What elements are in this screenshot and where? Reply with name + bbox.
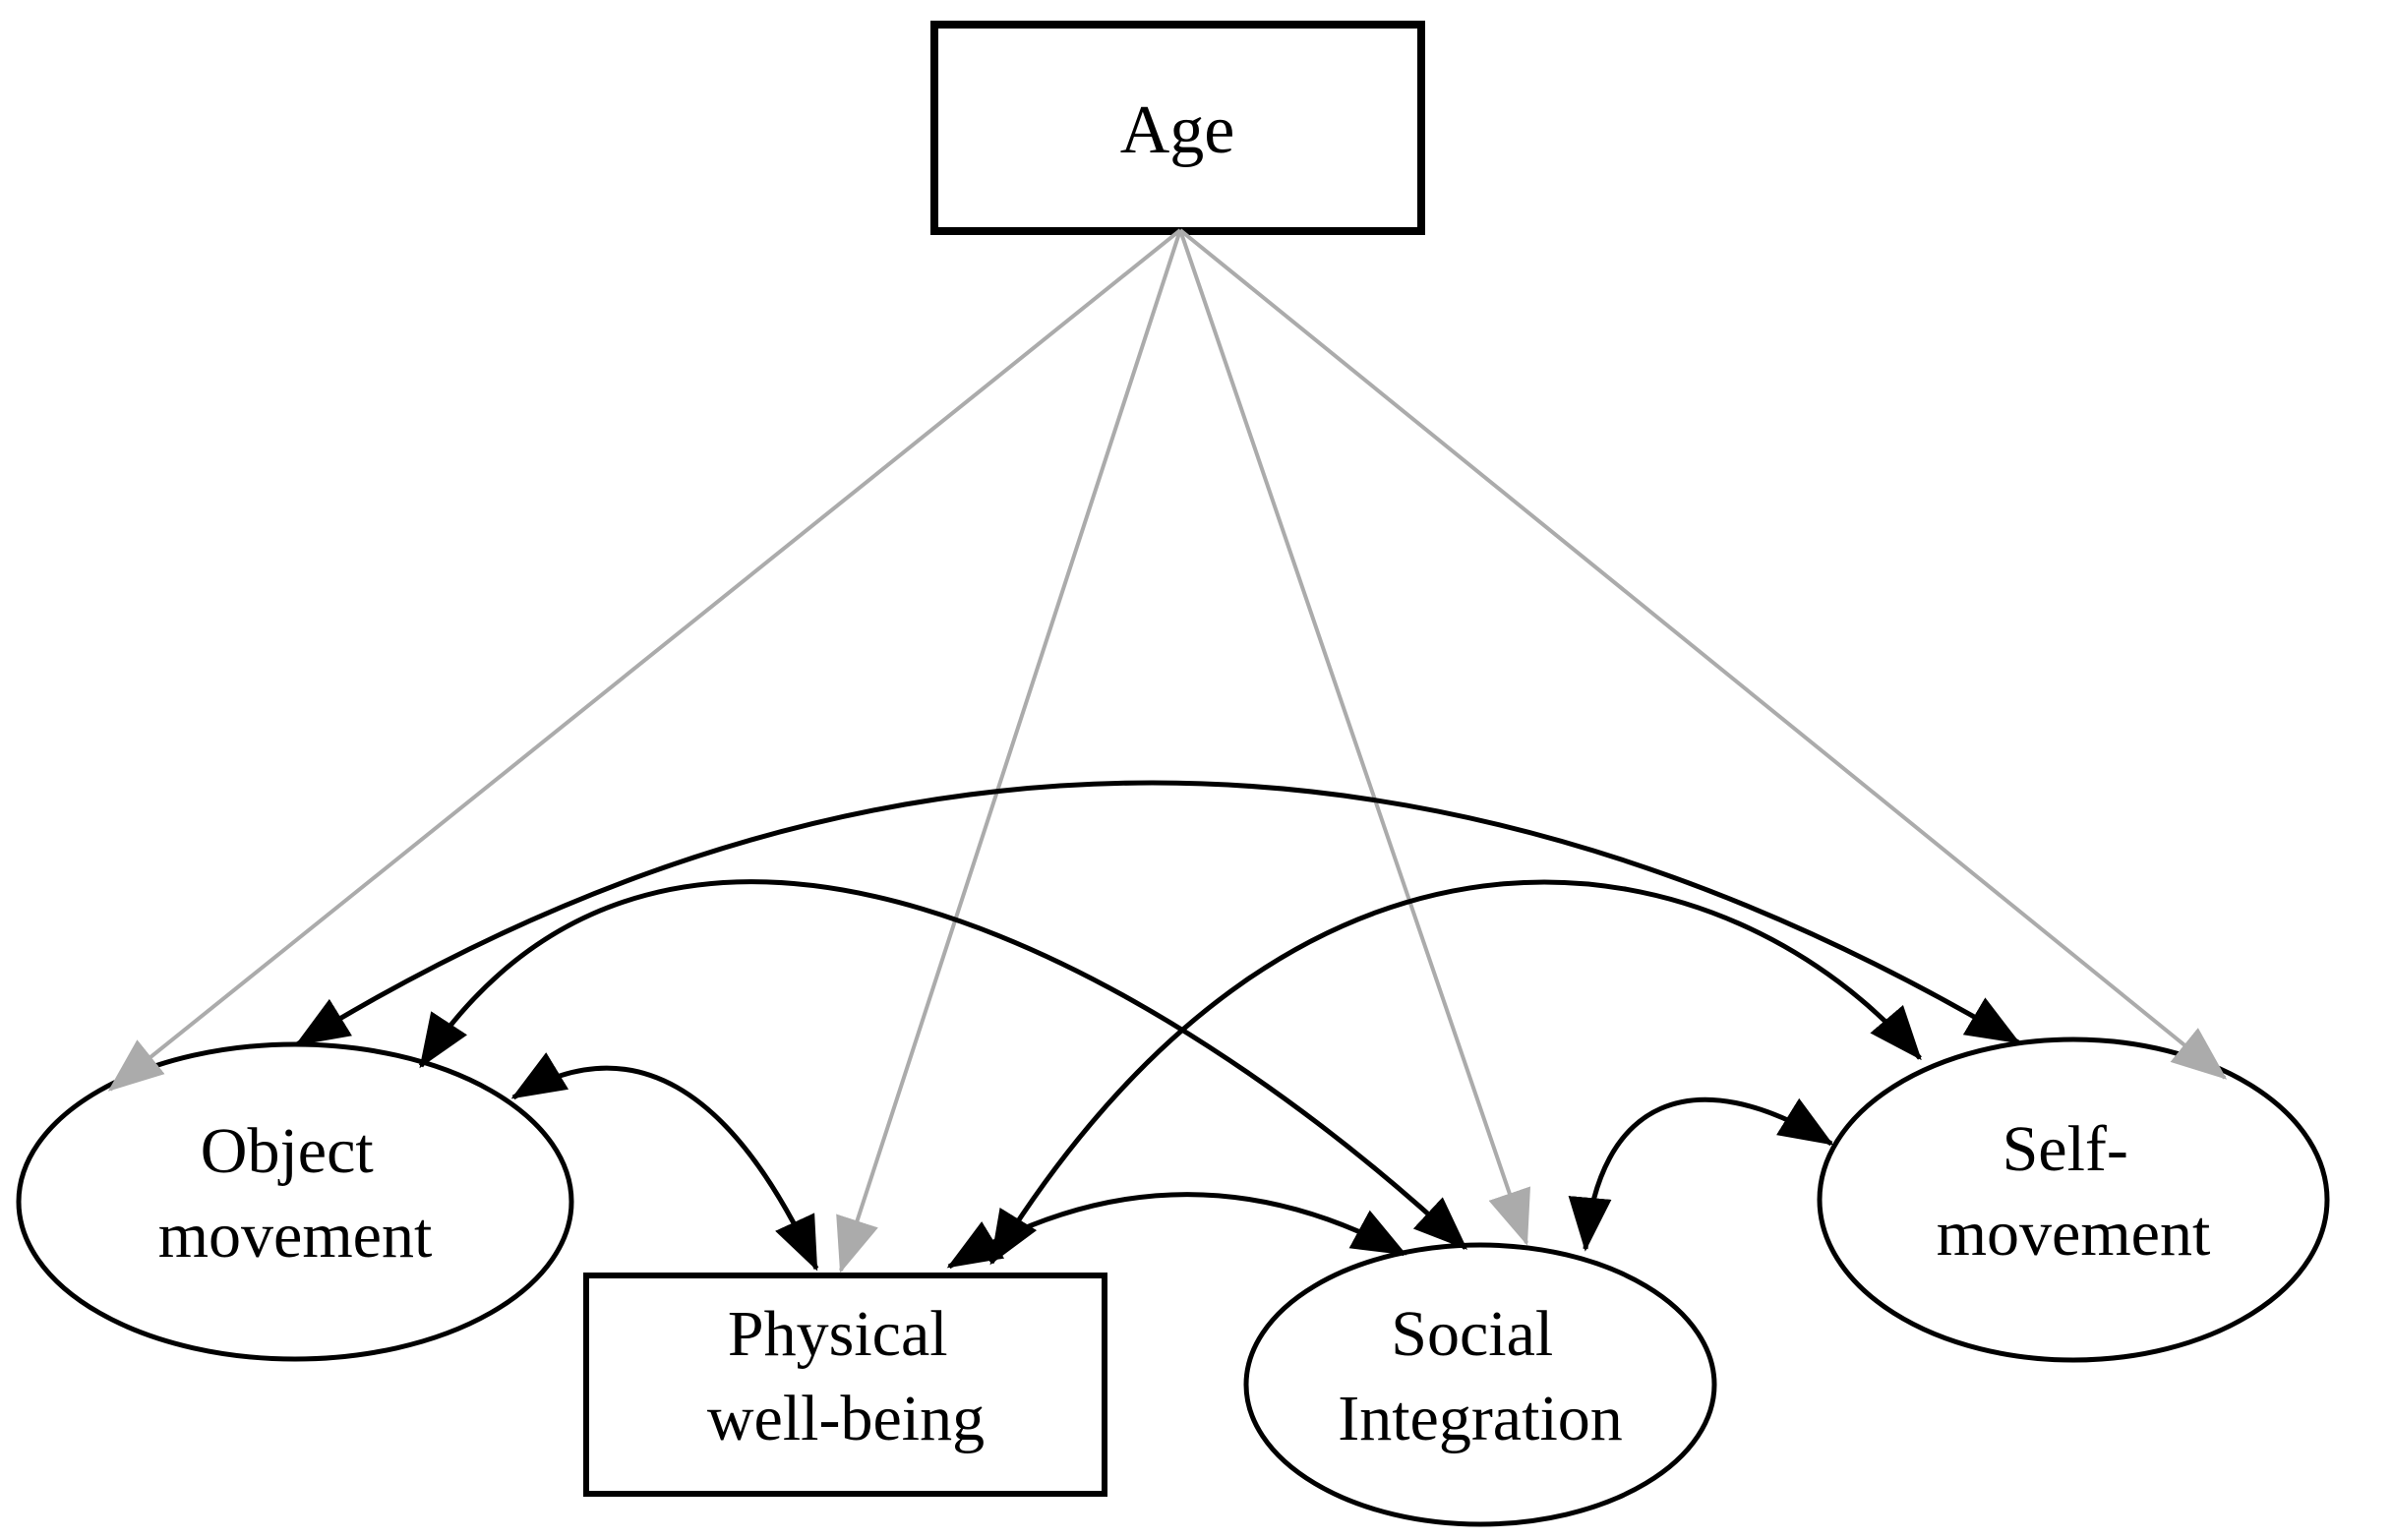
path-age-to-social-integration — [1178, 229, 1530, 1246]
self-movement-label: Self- movement — [1937, 1113, 2211, 1270]
node-age: Age — [930, 21, 1425, 235]
node-object-movement: Object movement — [16, 1041, 574, 1362]
cov-social-integration-self-movement — [1568, 1096, 1834, 1252]
cov-object-movement-physical-wellbeing — [510, 1052, 819, 1272]
cov-object-movement-social-integration — [418, 879, 1468, 1250]
self-movement-label-line1: Self- — [2003, 1113, 2128, 1185]
path-age-to-physical-wellbeing — [836, 229, 1182, 1273]
age-label: Age — [1120, 92, 1235, 168]
age-box — [930, 21, 1425, 235]
cov-physical-wellbeing-self-movement — [988, 879, 1922, 1266]
self-movement-label-line2: movement — [1937, 1198, 2211, 1270]
cov-physical-wellbeing-social-integration — [946, 1192, 1407, 1270]
path-age-to-self-movement — [1178, 228, 2228, 1080]
social-integration-label: Social Integration — [1338, 1298, 1623, 1454]
nodes-layer: Age Object movement Physical well-being — [16, 21, 2330, 1527]
physical-wellbeing-box — [583, 1273, 1107, 1497]
node-physical-wellbeing: Physical well-being — [583, 1273, 1107, 1497]
object-movement-label: Object movement — [158, 1115, 433, 1272]
object-movement-label-line2: movement — [158, 1200, 433, 1272]
covariance-paths — [294, 780, 2021, 1272]
social-integration-label-line1: Social — [1391, 1298, 1553, 1370]
node-self-movement: Self- movement — [1817, 1037, 2330, 1363]
node-social-integration: Social Integration — [1243, 1242, 1717, 1527]
path-age-to-object-movement — [107, 228, 1182, 1092]
physical-wellbeing-label-line1: Physical — [728, 1298, 948, 1370]
physical-wellbeing-label: Physical well-being — [707, 1298, 985, 1454]
cov-object-movement-self-movement — [294, 780, 2021, 1047]
physical-wellbeing-label-line2: well-being — [707, 1383, 985, 1454]
object-movement-label-line1: Object — [201, 1115, 374, 1187]
social-integration-label-line2: Integration — [1338, 1383, 1623, 1454]
edges-layer — [107, 228, 2228, 1273]
